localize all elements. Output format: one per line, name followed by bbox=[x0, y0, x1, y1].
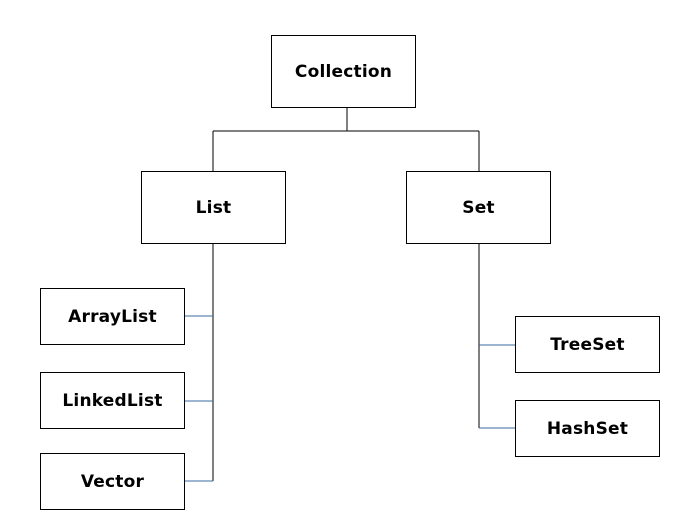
node-vector-label: Vector bbox=[80, 471, 145, 492]
node-collection-label: Collection bbox=[294, 61, 393, 82]
node-linkedlist: LinkedList bbox=[40, 372, 185, 429]
node-vector: Vector bbox=[40, 453, 185, 510]
node-set: Set bbox=[406, 171, 551, 244]
node-hashset-label: HashSet bbox=[546, 418, 629, 439]
node-arraylist: ArrayList bbox=[40, 288, 185, 345]
node-hashset: HashSet bbox=[515, 400, 660, 457]
node-list-label: List bbox=[195, 197, 232, 218]
node-linkedlist-label: LinkedList bbox=[62, 390, 163, 411]
node-set-label: Set bbox=[462, 197, 495, 218]
node-treeset-label: TreeSet bbox=[550, 334, 625, 355]
node-arraylist-label: ArrayList bbox=[68, 306, 157, 327]
node-collection: Collection bbox=[271, 35, 416, 108]
node-treeset: TreeSet bbox=[515, 316, 660, 373]
node-list: List bbox=[141, 171, 286, 244]
